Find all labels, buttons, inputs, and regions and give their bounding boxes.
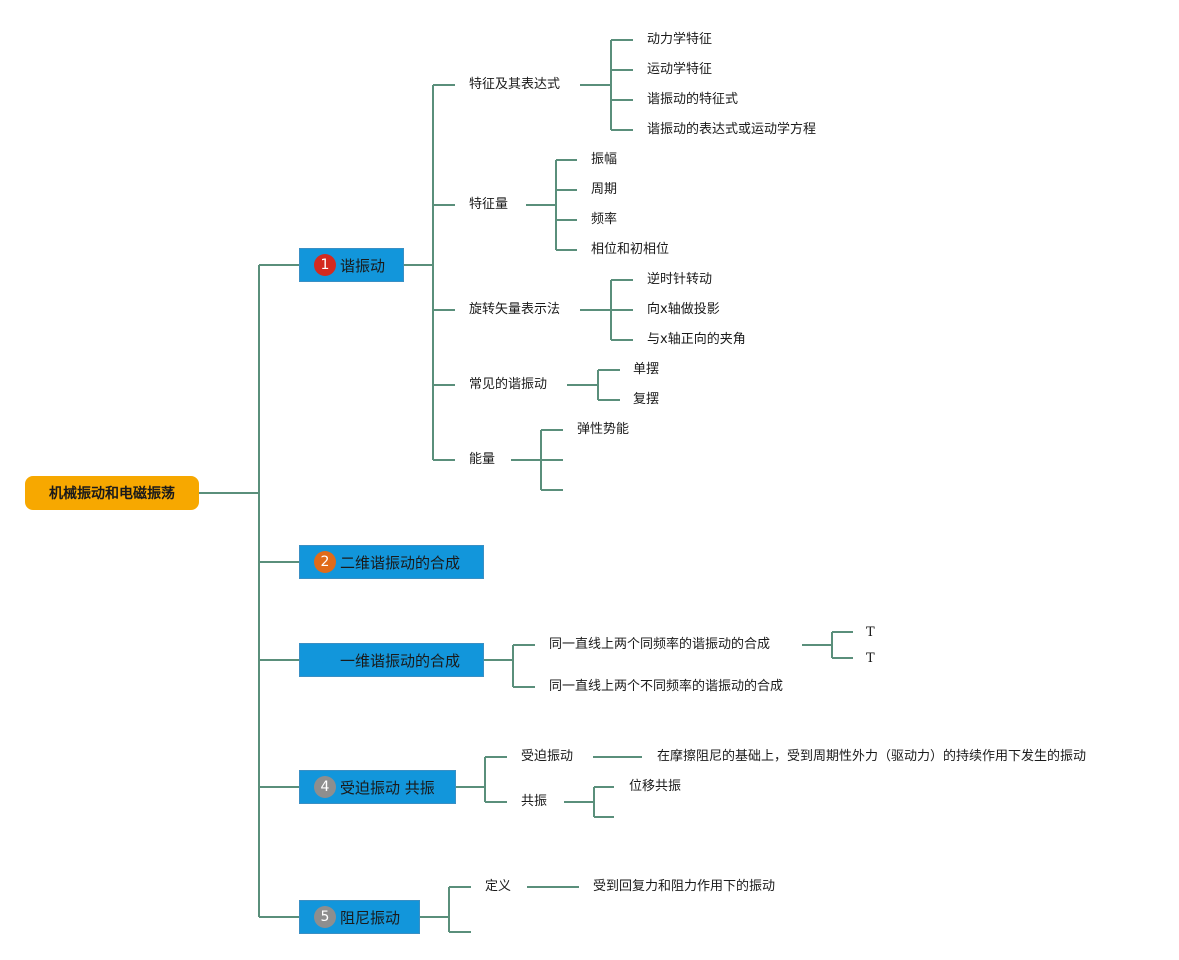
branch-forced-resonance[interactable]: 4 受迫振动 共振 [299, 770, 456, 804]
node-definition[interactable]: 定义 [485, 879, 512, 894]
leaf-characteristic-eq[interactable]: 谐振动的特征式 [647, 92, 739, 107]
leaf-dynamics[interactable]: 动力学特征 [647, 32, 713, 47]
leaf-counterclockwise[interactable]: 逆时针转动 [647, 272, 713, 287]
node-features[interactable]: 特征及其表达式 [469, 77, 561, 92]
node-rotation-vector[interactable]: 旋转矢量表示法 [469, 302, 561, 317]
branch-1d-composition[interactable]: 3 一维谐振动的合成 [299, 643, 484, 677]
leaf-compound-pendulum[interactable]: 复摆 [633, 392, 660, 407]
leaf-kinematics[interactable]: 运动学特征 [647, 62, 713, 77]
leaf-amplitude[interactable]: 振幅 [591, 152, 618, 167]
node-energy[interactable]: 能量 [469, 452, 496, 467]
branch-harmonic-vibration[interactable]: 1 谐振动 [299, 248, 404, 282]
branch-label: 受迫振动 共振 [340, 778, 435, 797]
node-different-frequency[interactable]: 同一直线上两个不同频率的谐振动的合成 [549, 679, 784, 694]
node-forced-vibration[interactable]: 受迫振动 [521, 749, 574, 764]
root-topic[interactable]: 机械振动和电磁振荡 [25, 476, 199, 510]
node-same-frequency[interactable]: 同一直线上两个同频率的谐振动的合成 [549, 637, 771, 652]
number-badge-1: 1 [314, 254, 336, 276]
number-badge-4: 4 [314, 776, 336, 798]
node-resonance[interactable]: 共振 [521, 794, 548, 809]
number-badge-2: 2 [314, 551, 336, 573]
leaf-elastic-potential[interactable]: 弹性势能 [577, 422, 630, 437]
node-quantities[interactable]: 特征量 [469, 197, 509, 212]
branch-damped-vibration[interactable]: 5 阻尼振动 [299, 900, 420, 934]
leaf-t-2[interactable]: T [866, 651, 875, 666]
number-badge-3: 3 [314, 649, 336, 671]
branch-label: 二维谐振动的合成 [340, 553, 461, 572]
branch-label: 阻尼振动 [340, 908, 401, 927]
number-badge-5: 5 [314, 906, 336, 928]
branch-2d-composition[interactable]: 2 二维谐振动的合成 [299, 545, 484, 579]
leaf-forced-description[interactable]: 在摩擦阻尼的基础上，受到周期性外力（驱动力）的持续作用下发生的振动 [657, 749, 1087, 764]
leaf-x-projection[interactable]: 向x轴做投影 [647, 302, 720, 317]
branch-label: 谐振动 [340, 256, 386, 275]
leaf-definition-description[interactable]: 受到回复力和阻力作用下的振动 [593, 879, 776, 894]
leaf-phase[interactable]: 相位和初相位 [591, 242, 670, 257]
leaf-displacement-resonance[interactable]: 位移共振 [629, 779, 682, 794]
leaf-simple-pendulum[interactable]: 单摆 [633, 362, 660, 377]
leaf-period[interactable]: 周期 [591, 182, 618, 197]
branch-label: 一维谐振动的合成 [340, 651, 461, 670]
leaf-x-angle[interactable]: 与x轴正向的夹角 [647, 332, 746, 347]
node-common-harmonic[interactable]: 常见的谐振动 [469, 377, 548, 392]
leaf-expression[interactable]: 谐振动的表达式或运动学方程 [647, 122, 817, 137]
leaf-t-1[interactable]: T [866, 625, 875, 640]
leaf-frequency[interactable]: 频率 [591, 212, 618, 227]
